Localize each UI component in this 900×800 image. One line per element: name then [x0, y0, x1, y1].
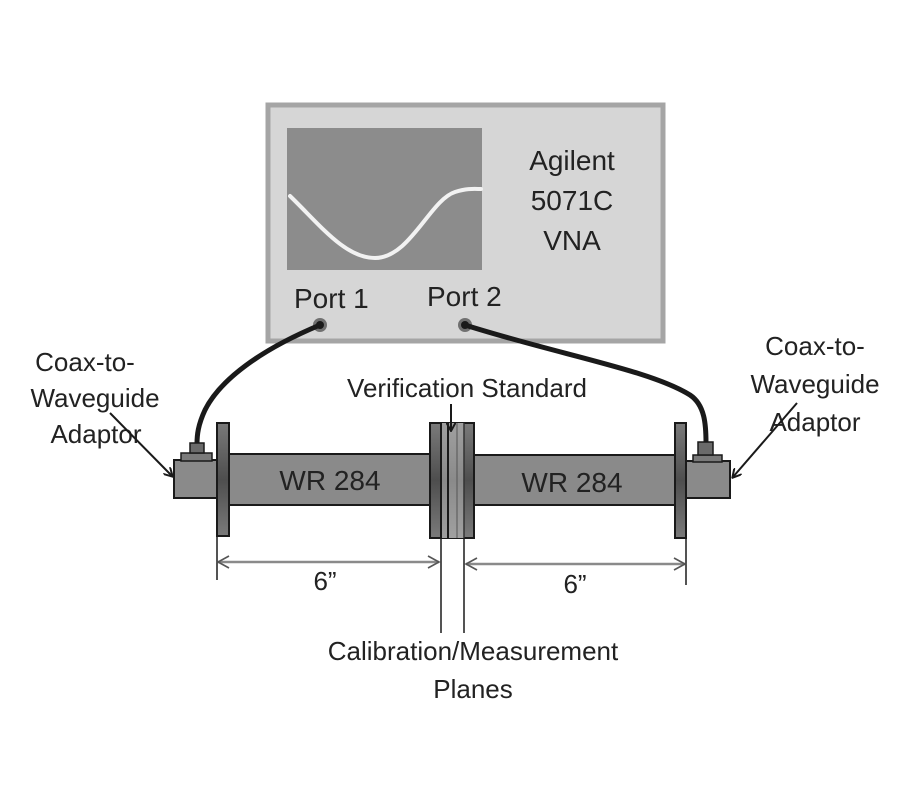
- port2-label: Port 2: [427, 281, 502, 312]
- vna-name-line-1: Agilent: [529, 145, 615, 176]
- verification-standard-label: Verification Standard: [347, 373, 587, 403]
- vna-name-line-3: VNA: [543, 225, 601, 256]
- planes-label-line-2: Planes: [433, 674, 513, 704]
- cable-port2: [462, 322, 709, 446]
- vna-instrument: Agilent 5071C VNA Port 1 Port 2: [265, 102, 666, 344]
- port1-label: Port 1: [294, 283, 369, 314]
- vna-screen: [287, 128, 482, 270]
- verification-standard: [441, 423, 464, 538]
- right-flange: [674, 422, 687, 539]
- vna-name-line-2: 5071C: [531, 185, 614, 216]
- right-adaptor-arrow: [733, 402, 798, 477]
- cable-port1: [194, 322, 323, 447]
- left-flange: [216, 422, 230, 537]
- right-adaptor: [674, 422, 731, 539]
- left-waveguide-label: WR 284: [279, 465, 380, 496]
- left-adaptor: [173, 422, 230, 537]
- left-adaptor-arrow: [109, 412, 172, 476]
- left-adaptor-label-line-3: Adaptor: [50, 419, 141, 449]
- left-adaptor-label-line-1: Coax-to-: [35, 347, 135, 377]
- right-adaptor-label-line-1: Coax-to-: [765, 331, 865, 361]
- right-adaptor-label-line-2: Waveguide: [750, 369, 879, 399]
- verification-standard-assembly: [429, 422, 475, 539]
- left-adaptor-label-line-2: Waveguide: [30, 383, 159, 413]
- right-dimension-label: 6”: [563, 569, 586, 599]
- left-dimension-label: 6”: [313, 566, 336, 596]
- planes-label-line-1: Calibration/Measurement: [328, 636, 619, 666]
- right-adaptor-label-line-3: Adaptor: [769, 407, 860, 437]
- screen-trace: [288, 186, 483, 261]
- right-waveguide-label: WR 284: [521, 467, 622, 498]
